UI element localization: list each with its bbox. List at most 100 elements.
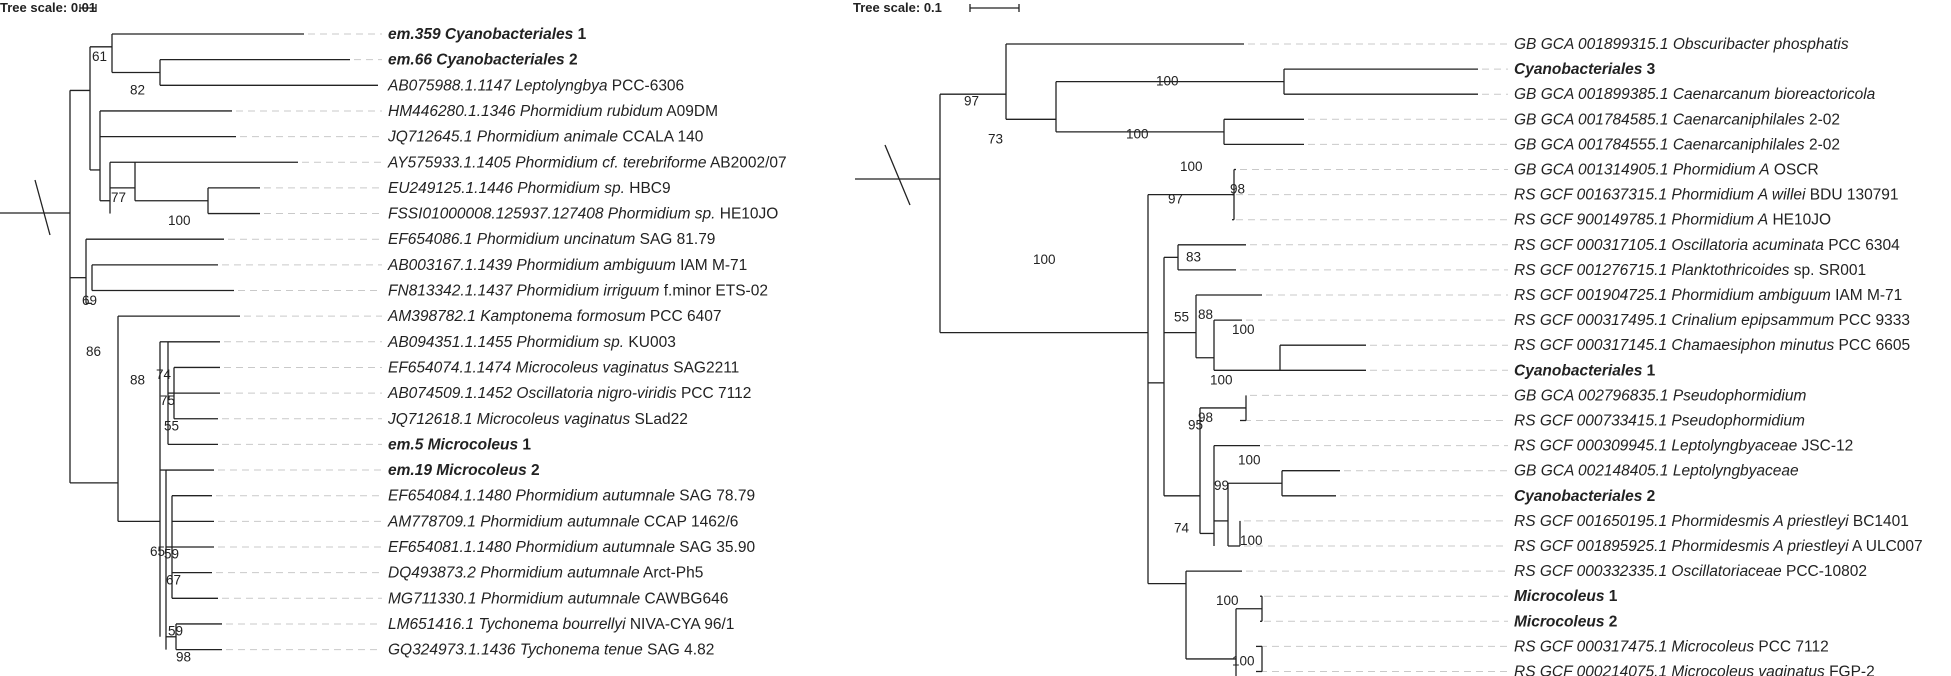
leaf-strain: A09DM: [663, 103, 718, 120]
leaf-strain: 2: [527, 462, 540, 479]
leaf-taxon: Phormidium autumnale: [511, 539, 675, 556]
leaf-taxon: Tychonema tenue: [516, 642, 644, 659]
leaf-strain: SAG 35.90: [675, 539, 756, 556]
leaf-label: Microcoleus 2: [1514, 613, 1617, 630]
leaf-strain: PCC-6306: [608, 77, 685, 94]
leaf-label: JQ712645.1 Phormidium animale CCALA 140: [387, 129, 704, 146]
leaf-strain: 2: [1604, 613, 1617, 630]
leaf-taxon: Caenarcaniphilales: [1669, 136, 1805, 153]
support-value: 100: [1033, 252, 1056, 267]
leaf-strain: PCC-10802: [1782, 563, 1867, 580]
leaf-label: AB094351.1.1455 Phormidium sp. KU003: [387, 334, 676, 351]
support-value: 82: [130, 82, 145, 97]
leaf-label: GB GCA 002148405.1 Leptolyngbyaceae: [1514, 463, 1799, 480]
leaf-accession: em.5: [388, 436, 424, 453]
leaf-strain: 2-02: [1805, 111, 1840, 128]
leaf-accession: em.19: [388, 462, 432, 479]
support-value: 83: [1186, 249, 1201, 264]
leaf-taxon: Oscillatoriaceae: [1667, 563, 1782, 580]
leaf-strain: PCC 6304: [1824, 237, 1900, 254]
leaf-taxon: Phormidium irriguum: [512, 283, 659, 300]
leaf-taxon: Pseudophormidium: [1667, 413, 1805, 430]
leaf-accession: LM651416.1: [388, 616, 474, 633]
leaf-strain: IAM M-71: [676, 257, 747, 274]
leaf-strain: OSCR: [1770, 162, 1819, 179]
leaf-taxon: Phormidium sp.: [513, 180, 625, 197]
leaf-taxon: Cyanobacteriales: [441, 26, 574, 43]
leaf-strain: PCC 6407: [646, 308, 722, 325]
leaf-accession: AB094351.1.1455: [387, 334, 512, 351]
support-value: 88: [130, 372, 145, 387]
leaf-strain: A ULC007: [1849, 538, 1923, 555]
leaf-taxon: Pseudophormidium: [1669, 387, 1807, 404]
leaf-label: FSSI01000008.125937.127408 Phormidium sp…: [388, 206, 778, 223]
leaf-accession: AM778709.1: [387, 513, 476, 530]
support-value: 88: [1198, 307, 1213, 322]
leaf-accession: AM398782.1: [387, 308, 476, 325]
support-value: 100: [1232, 322, 1255, 337]
leaf-label: AM398782.1 Kamptonema formosum PCC 6407: [387, 308, 721, 325]
support-value: 65: [150, 544, 165, 559]
leaf-label: GB GCA 001784555.1 Caenarcaniphilales 2-…: [1514, 136, 1840, 153]
leaf-strain: SAG 4.82: [643, 642, 715, 659]
leaf-label: AB075988.1.1147 Leptolyngbya PCC-6306: [387, 77, 684, 94]
leaf-label: RS GCF 000317475.1 Microcoleus PCC 7112: [1514, 638, 1829, 655]
leaf-strain: 2: [565, 52, 578, 69]
leaf-strain: 3: [1642, 61, 1655, 78]
leaf-label: RS GCF 900149785.1 Phormidium A HE10JO: [1514, 212, 1831, 229]
leaf-taxon: Phormidium A willei: [1667, 187, 1806, 204]
leaf-label: Cyanobacteriales 2: [1514, 488, 1655, 505]
leaf-taxon: Leptolyngbyaceae: [1669, 463, 1800, 480]
leaf-label: GQ324973.1.1436 Tychonema tenue SAG 4.82: [388, 642, 714, 659]
leaf-taxon: Kamptonema formosum: [476, 308, 646, 325]
leaf-taxon: Caenarcanum bioreactoricola: [1669, 86, 1876, 103]
leaf-label: RS GCF 001637315.1 Phormidium A willei B…: [1514, 187, 1899, 204]
support-value: 95: [1188, 418, 1203, 433]
leaf-label: AB074509.1.1452 Oscillatoria nigro-virid…: [387, 385, 751, 402]
leaf-accession: DQ493873.2: [388, 565, 476, 582]
leaf-taxon: Phormidium autumnale: [511, 488, 675, 505]
leaf-taxon: Phormidium uncinatum: [472, 231, 635, 248]
leaf-accession: RS GCF 000317145.1: [1514, 337, 1667, 354]
leaf-accession: RS GCF 001895925.1: [1514, 538, 1667, 555]
leaf-label: RS GCF 001904725.1 Phormidium ambiguum I…: [1514, 287, 1902, 304]
leaf-label: AM778709.1 Phormidium autumnale CCAP 146…: [387, 513, 738, 530]
support-value: 77: [111, 190, 126, 205]
leaf-accession: RS GCF 001276715.1: [1514, 262, 1667, 279]
support-value: 100: [1232, 653, 1255, 668]
leaf-strain: CCALA 140: [618, 129, 704, 146]
leaf-taxon: Obscuribacter phosphatis: [1669, 36, 1849, 53]
leaf-label: RS GCF 000733415.1 Pseudophormidium: [1514, 413, 1805, 430]
leaf-taxon: Phormidium cf. terebriforme: [511, 154, 707, 171]
leaf-label: em.19 Microcoleus 2: [388, 462, 540, 479]
leaf-label: AB003167.1.1439 Phormidium ambiguum IAM …: [387, 257, 747, 274]
support-value: 97: [964, 94, 979, 109]
leaf-label: RS GCF 000332335.1 Oscillatoriaceae PCC-…: [1514, 563, 1867, 580]
leaf-accession: AB003167.1.1439: [387, 257, 512, 274]
leaf-accession: em.359: [388, 26, 441, 43]
leaf-accession: JQ712618.1: [387, 411, 472, 428]
leaf-strain: SAG 78.79: [675, 488, 755, 505]
leaf-strain: 1: [1604, 588, 1617, 605]
leaf-taxon: Phormidium ambiguum: [512, 257, 676, 274]
support-value: 55: [1174, 310, 1189, 325]
leaf-label: DQ493873.2 Phormidium autumnale Arct-Ph5: [388, 565, 703, 582]
leaf-label: GB GCA 001899315.1 Obscuribacter phospha…: [1514, 36, 1849, 53]
support-value: 100: [1216, 593, 1239, 608]
leaf-label: RS GCF 001650195.1 Phormidesmis A priest…: [1514, 513, 1909, 530]
leaf-strain: FGP-2: [1825, 664, 1875, 676]
leaf-strain: KU003: [624, 334, 676, 351]
leaf-strain: 1: [573, 26, 586, 43]
support-value: 98: [1230, 182, 1245, 197]
leaf-strain: PCC 6605: [1834, 337, 1910, 354]
leaf-taxon: Phormidium autumnale: [476, 590, 640, 607]
leaf-strain: SLad22: [630, 411, 688, 428]
leaf-accession: GB GCA 001784585.1: [1514, 111, 1669, 128]
leaf-taxon: Oscillatoria nigro-viridis: [512, 385, 677, 402]
leaf-strain: PCC 9333: [1834, 312, 1910, 329]
leaf-strain: PCC 7112: [1754, 638, 1829, 655]
support-value: 74: [156, 367, 172, 382]
leaf-label: EF654084.1.1480 Phormidium autumnale SAG…: [388, 488, 755, 505]
leaf-accession: FN813342.1.1437: [388, 283, 513, 300]
